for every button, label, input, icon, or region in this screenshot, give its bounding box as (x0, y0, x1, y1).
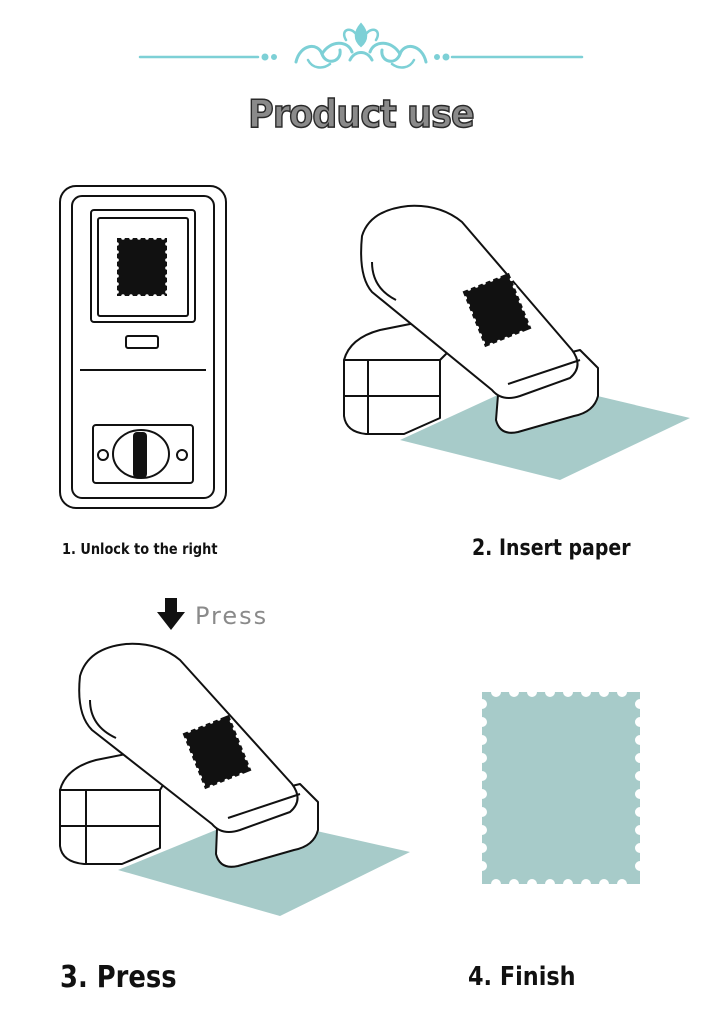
step-3-caption: 3. Press (60, 960, 177, 995)
page-title: Product use (247, 91, 475, 137)
press-label: Press (195, 602, 269, 630)
step-1-caption: 1. Unlock to the right (62, 540, 218, 558)
step-4-caption: 4. Finish (468, 962, 576, 992)
flourish-ornament (138, 22, 584, 69)
step-2-caption: 2. Insert paper (472, 536, 631, 561)
down-arrow-icon (157, 598, 185, 630)
